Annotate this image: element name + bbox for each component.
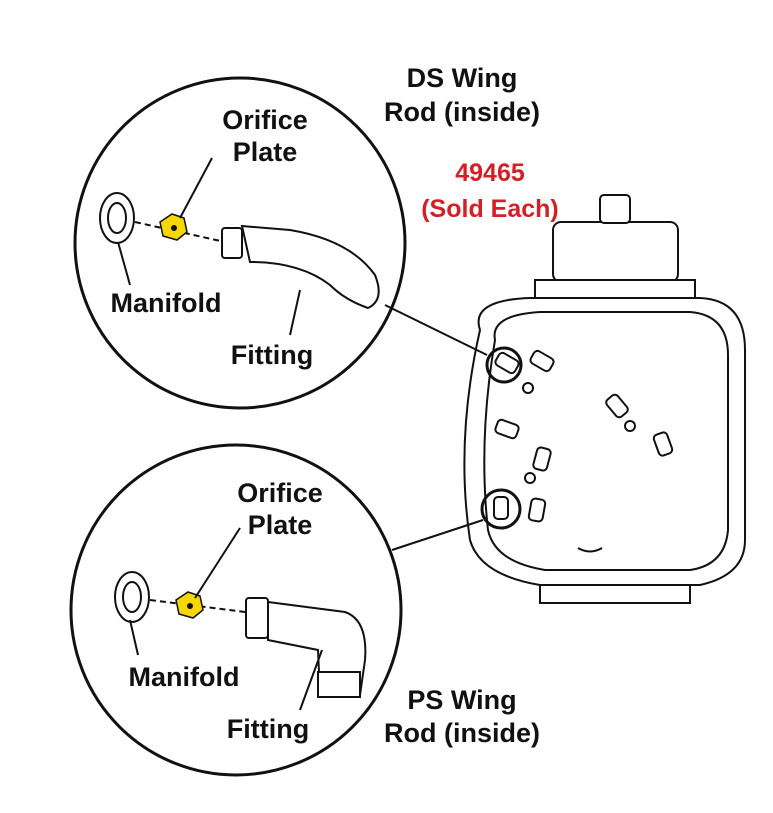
top-fitting-label: Fitting — [231, 340, 313, 370]
part-note: (Sold Each) — [421, 195, 559, 223]
bottom-orifice-plate-label-2: Plate — [248, 510, 313, 540]
ps-wing-label-2: Rod (inside) — [384, 718, 540, 748]
part-number: 49465 — [455, 159, 525, 187]
bottom-orifice-plate-label-1: Orifice — [237, 478, 323, 508]
tank-body — [463, 194, 746, 604]
top-callout: Orifice Plate Manifold Fitting — [73, 76, 407, 410]
bottom-callout: Orifice Plate Manifold Fitting — [69, 443, 403, 777]
top-manifold-label: Manifold — [111, 288, 222, 318]
ds-wing-label-1: DS Wing — [407, 63, 518, 93]
top-orifice-plate-label-1: Orifice — [222, 105, 308, 135]
top-orifice-plate-label-2: Plate — [233, 137, 298, 167]
bottom-leader-line — [391, 519, 484, 551]
bottom-manifold-label: Manifold — [129, 662, 240, 692]
top-leader-line — [384, 304, 488, 356]
ds-wing-label-2: Rod (inside) — [384, 97, 540, 127]
bottom-fitting-label: Fitting — [227, 714, 309, 744]
ps-wing-label-1: PS Wing — [407, 685, 516, 715]
